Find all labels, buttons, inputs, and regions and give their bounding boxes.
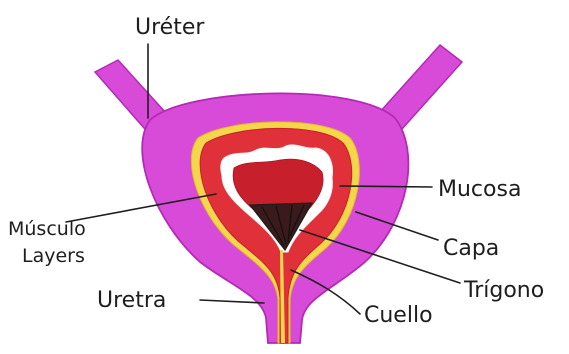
label-trigono: Trígono <box>463 278 544 303</box>
mucosa-leader <box>340 186 432 187</box>
label-mucosa: Mucosa <box>438 177 521 202</box>
label-ureter: Uréter <box>135 15 205 40</box>
label-layers: Layers <box>22 245 85 267</box>
label-musculo: Músculo <box>8 218 86 240</box>
label-capa: Capa <box>443 236 499 261</box>
label-cuello: Cuello <box>364 303 433 328</box>
label-uretra: Uretra <box>97 288 166 313</box>
